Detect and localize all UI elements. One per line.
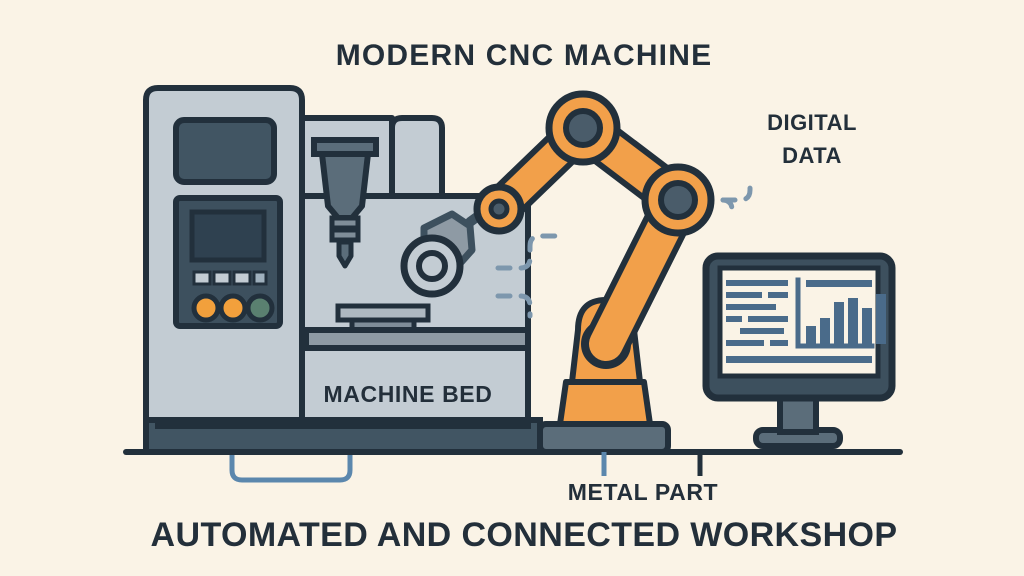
chart-bar xyxy=(834,302,844,344)
cutting-tool-tip xyxy=(336,239,354,269)
data-line-gripper xyxy=(495,233,563,271)
panel-key-4[interactable] xyxy=(252,270,268,286)
dashboard-chart xyxy=(795,277,886,349)
panel-key-2[interactable] xyxy=(212,270,232,286)
pause-button[interactable] xyxy=(218,293,248,323)
text-line xyxy=(726,340,764,346)
control-panel[interactable] xyxy=(173,195,283,329)
chart-bars xyxy=(806,294,886,344)
chart-header-bar xyxy=(806,280,872,287)
data-line-branch xyxy=(697,197,735,217)
wrist-joint-hub xyxy=(488,198,510,220)
text-line xyxy=(748,316,788,322)
spindle-tool xyxy=(311,137,379,269)
metal-part-label: METAL PART xyxy=(568,479,718,505)
spindle-housing xyxy=(319,151,371,221)
panel-key-1[interactable] xyxy=(192,270,212,286)
digital-data-label-line1: DIGITAL xyxy=(767,110,857,135)
text-line xyxy=(726,316,742,322)
spindle-collar-2 xyxy=(329,227,361,243)
dashboard-text-block xyxy=(726,280,872,363)
text-line xyxy=(726,292,762,298)
control-panel-screen[interactable] xyxy=(189,209,267,263)
chart-bar xyxy=(876,294,886,344)
page-caption: AUTOMATED AND CONNECTED WORKSHOP xyxy=(151,516,898,554)
chart-axes xyxy=(795,277,875,349)
run-button[interactable] xyxy=(191,293,221,323)
machine-window xyxy=(173,117,277,185)
robot-base-plate xyxy=(537,421,671,455)
top-joint-hub xyxy=(563,108,603,148)
dashboard-monitor xyxy=(702,252,896,449)
text-line-footer xyxy=(726,356,872,363)
stop-button[interactable] xyxy=(245,293,275,323)
gripper-ring-inner xyxy=(416,250,448,282)
control-cable xyxy=(229,322,353,483)
robot-pedestal xyxy=(557,379,653,427)
chart-bar xyxy=(862,308,872,344)
cnc-milling-machine: MACHINE BED xyxy=(143,85,543,455)
articulated-robot-arm xyxy=(473,90,715,455)
text-line xyxy=(770,340,788,346)
machine-head-right xyxy=(389,115,445,199)
data-flow-lines xyxy=(495,177,753,319)
elbow-joint-hub xyxy=(658,180,698,220)
digital-data-label-line2: DATA xyxy=(782,143,842,168)
page-title: MODERN CNC MACHINE xyxy=(336,39,713,72)
text-line xyxy=(768,292,788,298)
chart-bar xyxy=(848,298,858,344)
panel-key-3[interactable] xyxy=(232,270,252,286)
machine-bed-label: MACHINE BED xyxy=(324,381,493,407)
spindle-collar-1 xyxy=(329,215,361,231)
text-line xyxy=(740,328,784,334)
machine-table xyxy=(303,327,531,351)
chart-bar xyxy=(806,326,816,344)
text-line xyxy=(726,304,776,310)
chart-bar xyxy=(820,318,830,344)
data-line-gripper-lower xyxy=(495,293,533,319)
text-line xyxy=(726,280,788,286)
data-line-to-label xyxy=(697,177,753,203)
